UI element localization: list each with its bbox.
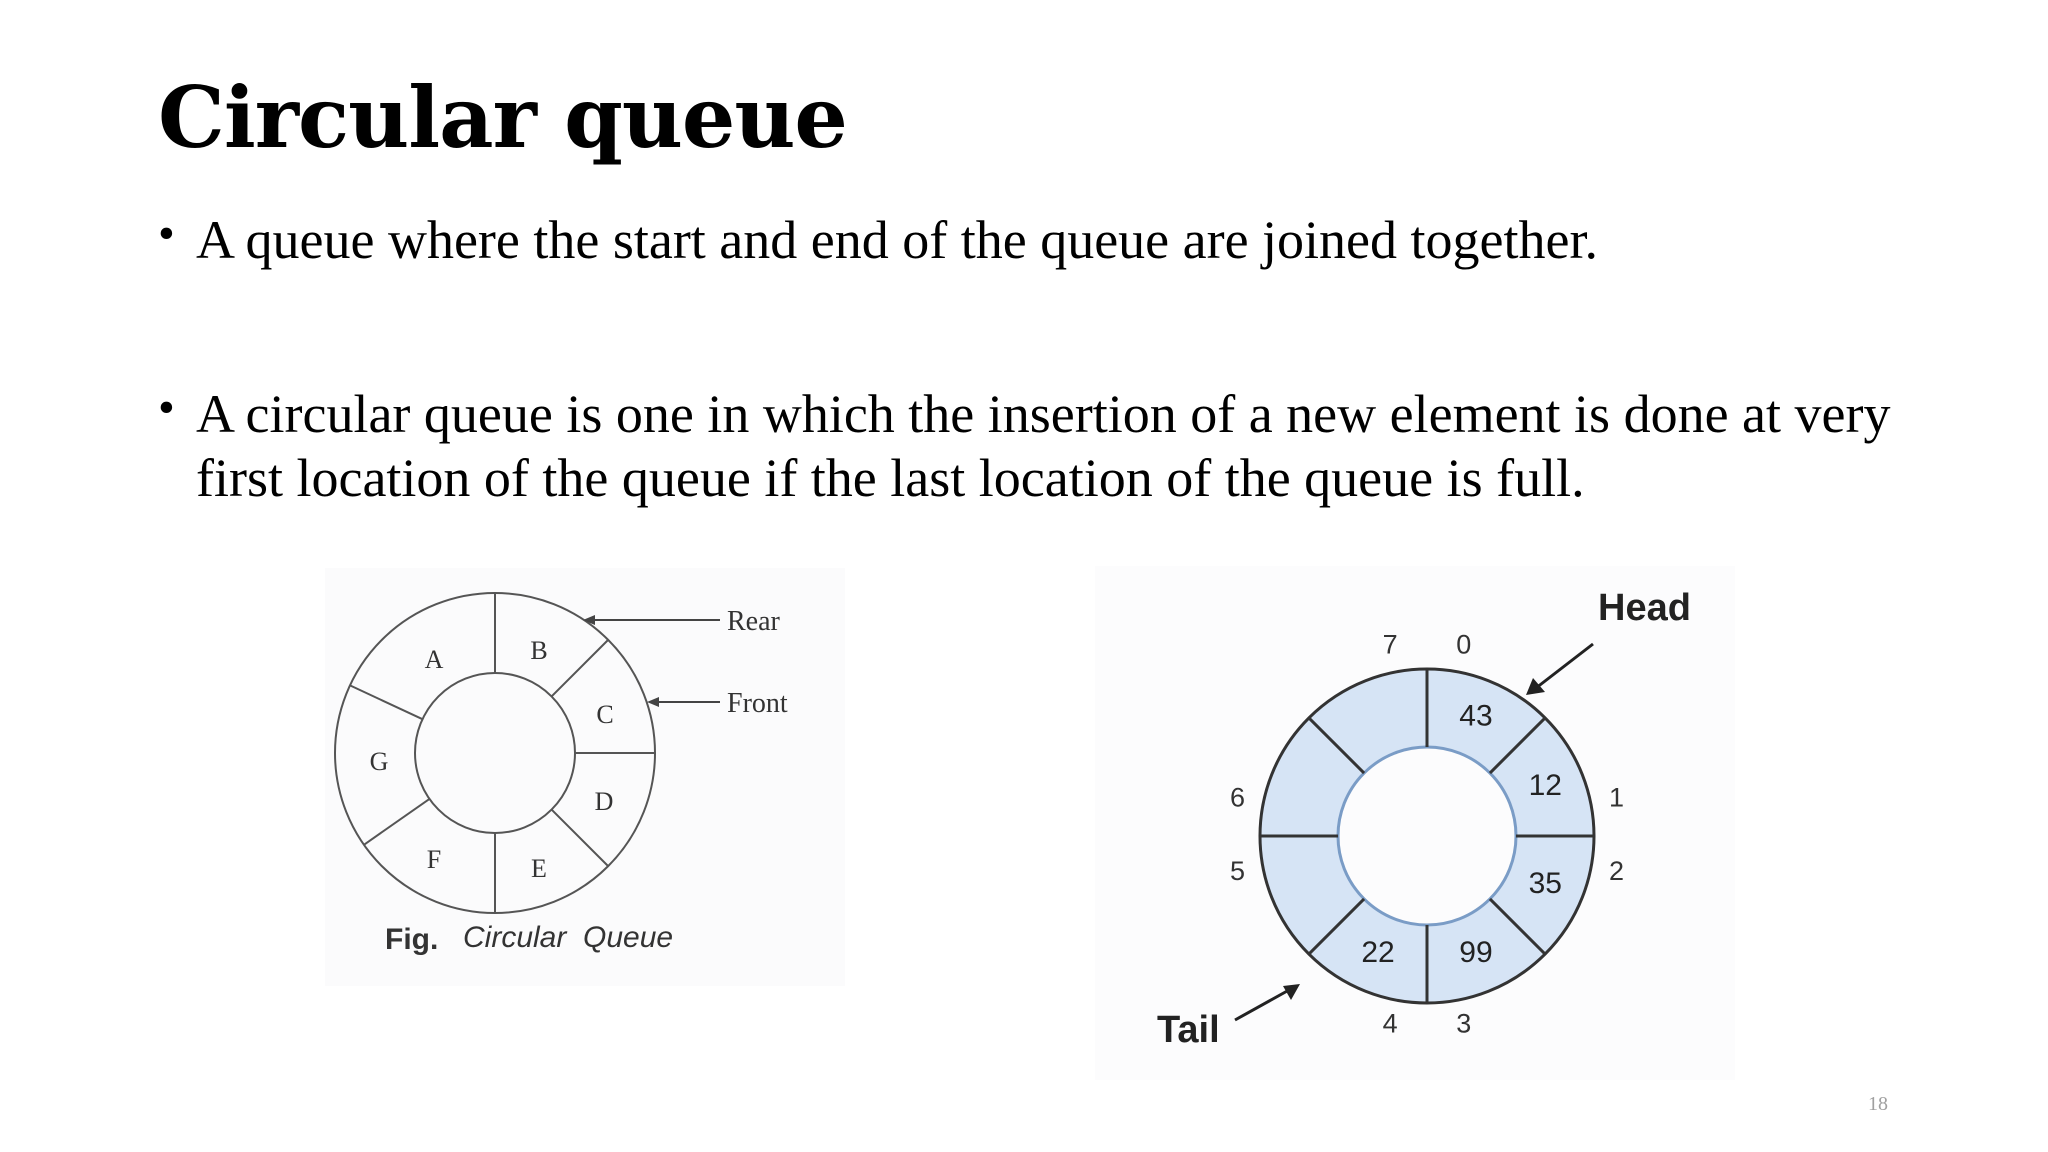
- buffer-index: 5: [1230, 856, 1245, 886]
- front-arrowhead: [647, 697, 659, 707]
- bullet-list: • A queue where the start and end of the …: [158, 207, 1918, 510]
- ring-divider: [349, 684, 423, 721]
- queue-segment-labels: A B C D E F G: [370, 636, 614, 883]
- caption-text: Circular Queue: [463, 921, 673, 954]
- tail-arrowhead: [1283, 984, 1300, 1000]
- rear-arrowhead: [583, 615, 595, 625]
- segment-label: D: [595, 787, 614, 816]
- bullet-dot: •: [158, 207, 175, 260]
- ring-divider: [1488, 716, 1547, 775]
- buffer-index: 3: [1456, 1009, 1471, 1039]
- bullet-text: A queue where the start and end of the q…: [196, 210, 1598, 270]
- buffer-index: 2: [1609, 856, 1624, 886]
- buffer-index: 0: [1456, 630, 1471, 660]
- bullet-item: • A queue where the start and end of the …: [158, 207, 1918, 272]
- tail-arrow: [1234, 988, 1290, 1022]
- buffer-values: 43 12 35 99 22: [1361, 700, 1562, 970]
- head-label: Head: [1598, 587, 1691, 629]
- ring-divider: [1307, 716, 1366, 775]
- buffer-ring: [1258, 667, 1596, 1005]
- slide-title: Circular queue: [158, 68, 848, 167]
- buffer-value: 99: [1459, 936, 1492, 969]
- buffer-value: 22: [1361, 936, 1394, 969]
- ring-divider: [1488, 897, 1547, 956]
- buffer-index: 4: [1383, 1009, 1398, 1039]
- buffer-index: 1: [1609, 782, 1624, 812]
- segment-label: C: [596, 700, 613, 729]
- segment-label: G: [370, 747, 389, 776]
- buffer-value: 43: [1459, 700, 1492, 733]
- caption-fig: Fig.: [385, 923, 438, 956]
- circular-queue-figure: A B C D E F G Rear Front Fig. Circular Queue: [325, 568, 845, 986]
- bullet-dot: •: [158, 381, 175, 434]
- ring-divider: [550, 808, 609, 867]
- tail-label: Tail: [1157, 1009, 1220, 1051]
- ring-divider: [1307, 897, 1366, 956]
- ring-divider: [550, 639, 609, 698]
- head-arrowhead: [1526, 678, 1545, 695]
- buffer-index: 7: [1383, 630, 1398, 660]
- slide-number: 18: [1868, 1093, 1888, 1115]
- segment-label: A: [425, 645, 444, 674]
- buffer-value: 35: [1529, 867, 1562, 900]
- circular-queue-diagram: A B C D E F G Rear Front Fig. Circular Queue: [325, 568, 845, 986]
- queue-ring: [334, 592, 656, 914]
- segment-label: E: [531, 854, 547, 883]
- rear-label: Rear: [727, 606, 781, 637]
- figure-background: [325, 568, 845, 986]
- bullet-text: A circular queue is one in which the ins…: [196, 384, 1891, 508]
- buffer-value: 12: [1529, 769, 1562, 802]
- front-label: Front: [727, 688, 788, 719]
- buffer-index: 6: [1230, 782, 1245, 812]
- bullet-item: • A circular queue is one in which the in…: [158, 381, 1918, 510]
- head-arrow: [1535, 642, 1594, 690]
- segment-label: B: [530, 636, 547, 665]
- segment-label: F: [427, 845, 441, 874]
- ring-divider: [363, 798, 431, 846]
